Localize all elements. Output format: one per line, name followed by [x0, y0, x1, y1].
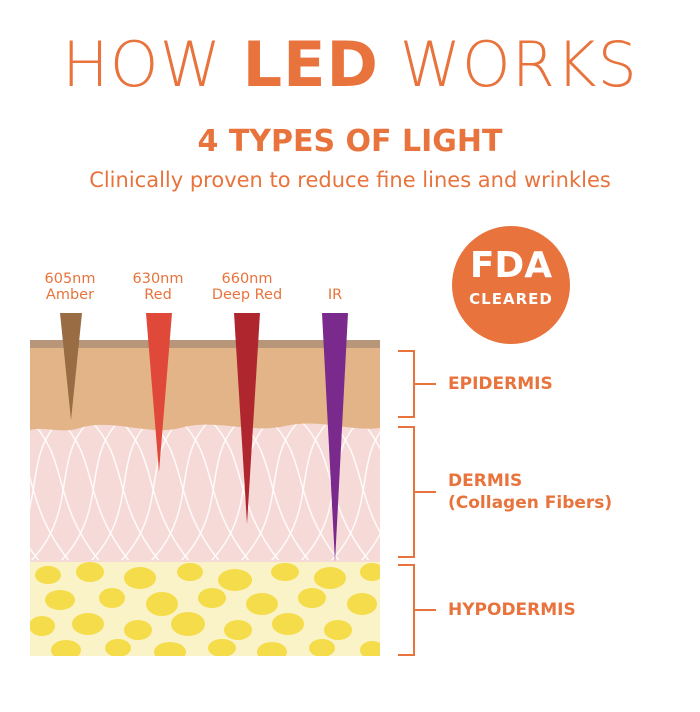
fat-cell	[347, 593, 377, 615]
fat-cell	[360, 563, 380, 581]
epidermis-layer	[30, 346, 380, 431]
fat-cell	[146, 592, 178, 616]
fat-cell	[218, 569, 252, 591]
fat-cell	[246, 593, 278, 615]
layer-name: HYPODERMIS	[448, 600, 576, 620]
red-light-beam	[146, 313, 172, 472]
light-wavelength: 605nm	[44, 271, 96, 287]
fat-cell	[224, 620, 252, 640]
collagen-fiber	[359, 420, 380, 451]
fat-cell	[360, 641, 380, 656]
collagen-fiber	[30, 420, 91, 560]
light-label-deep-red: 660nm Deep Red	[197, 271, 297, 303]
fat-cell	[198, 588, 226, 608]
deep-red-light-beam	[234, 313, 260, 524]
fat-cell	[314, 567, 346, 589]
collagen-fiber	[30, 420, 61, 510]
fat-cell	[45, 590, 75, 610]
fat-cell	[124, 567, 156, 589]
light-label-amber: 605nm Amber	[20, 271, 120, 303]
fat-cell	[208, 639, 236, 656]
dermis-layer	[30, 420, 380, 562]
fat-cell	[35, 566, 61, 584]
fat-cell	[171, 612, 205, 636]
light-label-ir: IR	[285, 287, 385, 303]
collagen-fiber	[30, 475, 70, 560]
fat-cell	[72, 613, 104, 635]
light-name: Red	[144, 287, 172, 303]
dermis-bracket	[398, 426, 436, 558]
subtitle: 4 TYPES OF LIGHT	[197, 124, 503, 159]
dermis-label: DERMIS (Collagen Fibers)	[448, 470, 612, 514]
page-title: HOW LED WORKS	[62, 28, 638, 101]
epidermis-bracket	[398, 350, 436, 418]
fat-cell	[154, 642, 186, 656]
light-name: IR	[327, 287, 343, 303]
fat-cell	[51, 640, 81, 656]
light-wavelength: 630nm	[132, 271, 184, 287]
hypodermis-bracket	[398, 564, 436, 656]
collagen-fiber	[90, 420, 151, 560]
fat-cell	[124, 620, 152, 640]
collagen-fiber	[240, 420, 301, 560]
collagen-fiber	[59, 420, 130, 560]
light-label-red: 630nm Red	[108, 271, 208, 303]
skin-surface	[30, 340, 380, 348]
collagen-fiber	[120, 420, 181, 560]
collagen-fiber	[30, 420, 31, 422]
badge-line-2: CLEARED	[469, 290, 553, 308]
layer-name: DERMIS	[448, 471, 523, 491]
collagen-fiber	[119, 420, 190, 560]
hypodermis-label: HYPODERMIS	[448, 599, 576, 621]
collagen-fiber	[330, 431, 380, 560]
ir-light-beam	[322, 313, 348, 562]
amber-light-beam	[60, 313, 82, 420]
collagen-fiber	[360, 532, 380, 560]
collagen-fiber	[30, 420, 100, 560]
fat-cell	[105, 639, 131, 656]
fat-cell	[271, 563, 299, 581]
fat-cell	[257, 642, 287, 656]
fat-cell	[99, 588, 125, 608]
light-name: Deep Red	[211, 287, 283, 303]
fat-cell	[309, 639, 335, 656]
collagen-fiber	[60, 420, 121, 560]
collagen-fiber	[179, 420, 250, 560]
fat-cells	[30, 562, 380, 656]
collagen-fiber	[329, 420, 380, 534]
fat-cell	[298, 588, 326, 608]
fat-cell	[30, 616, 55, 636]
layer-name: EPIDERMIS	[448, 374, 553, 394]
fat-cell	[324, 620, 352, 640]
fat-cell	[76, 562, 104, 582]
collagen-fiber	[269, 420, 340, 560]
badge-line-1: FDA	[469, 245, 553, 286]
fat-cell	[177, 563, 203, 581]
tagline: Clinically proven to reduce fine lines a…	[89, 168, 611, 192]
fda-cleared-badge: FDA CLEARED	[452, 226, 570, 344]
light-name: Amber	[45, 287, 95, 303]
collagen-fiber	[210, 420, 271, 560]
collagen-fiber	[0, 420, 10, 562]
fat-cell	[272, 613, 304, 635]
collagen-fiber	[270, 420, 331, 560]
collagen-fiber	[209, 420, 280, 560]
collagen-fiber	[150, 420, 211, 560]
layer-subname: (Collagen Fibers)	[448, 493, 613, 513]
light-wavelength: 660nm	[221, 271, 273, 287]
epidermis-label: EPIDERMIS	[448, 373, 553, 395]
collagen-fiber	[180, 420, 241, 560]
collagen-fiber	[89, 420, 160, 560]
